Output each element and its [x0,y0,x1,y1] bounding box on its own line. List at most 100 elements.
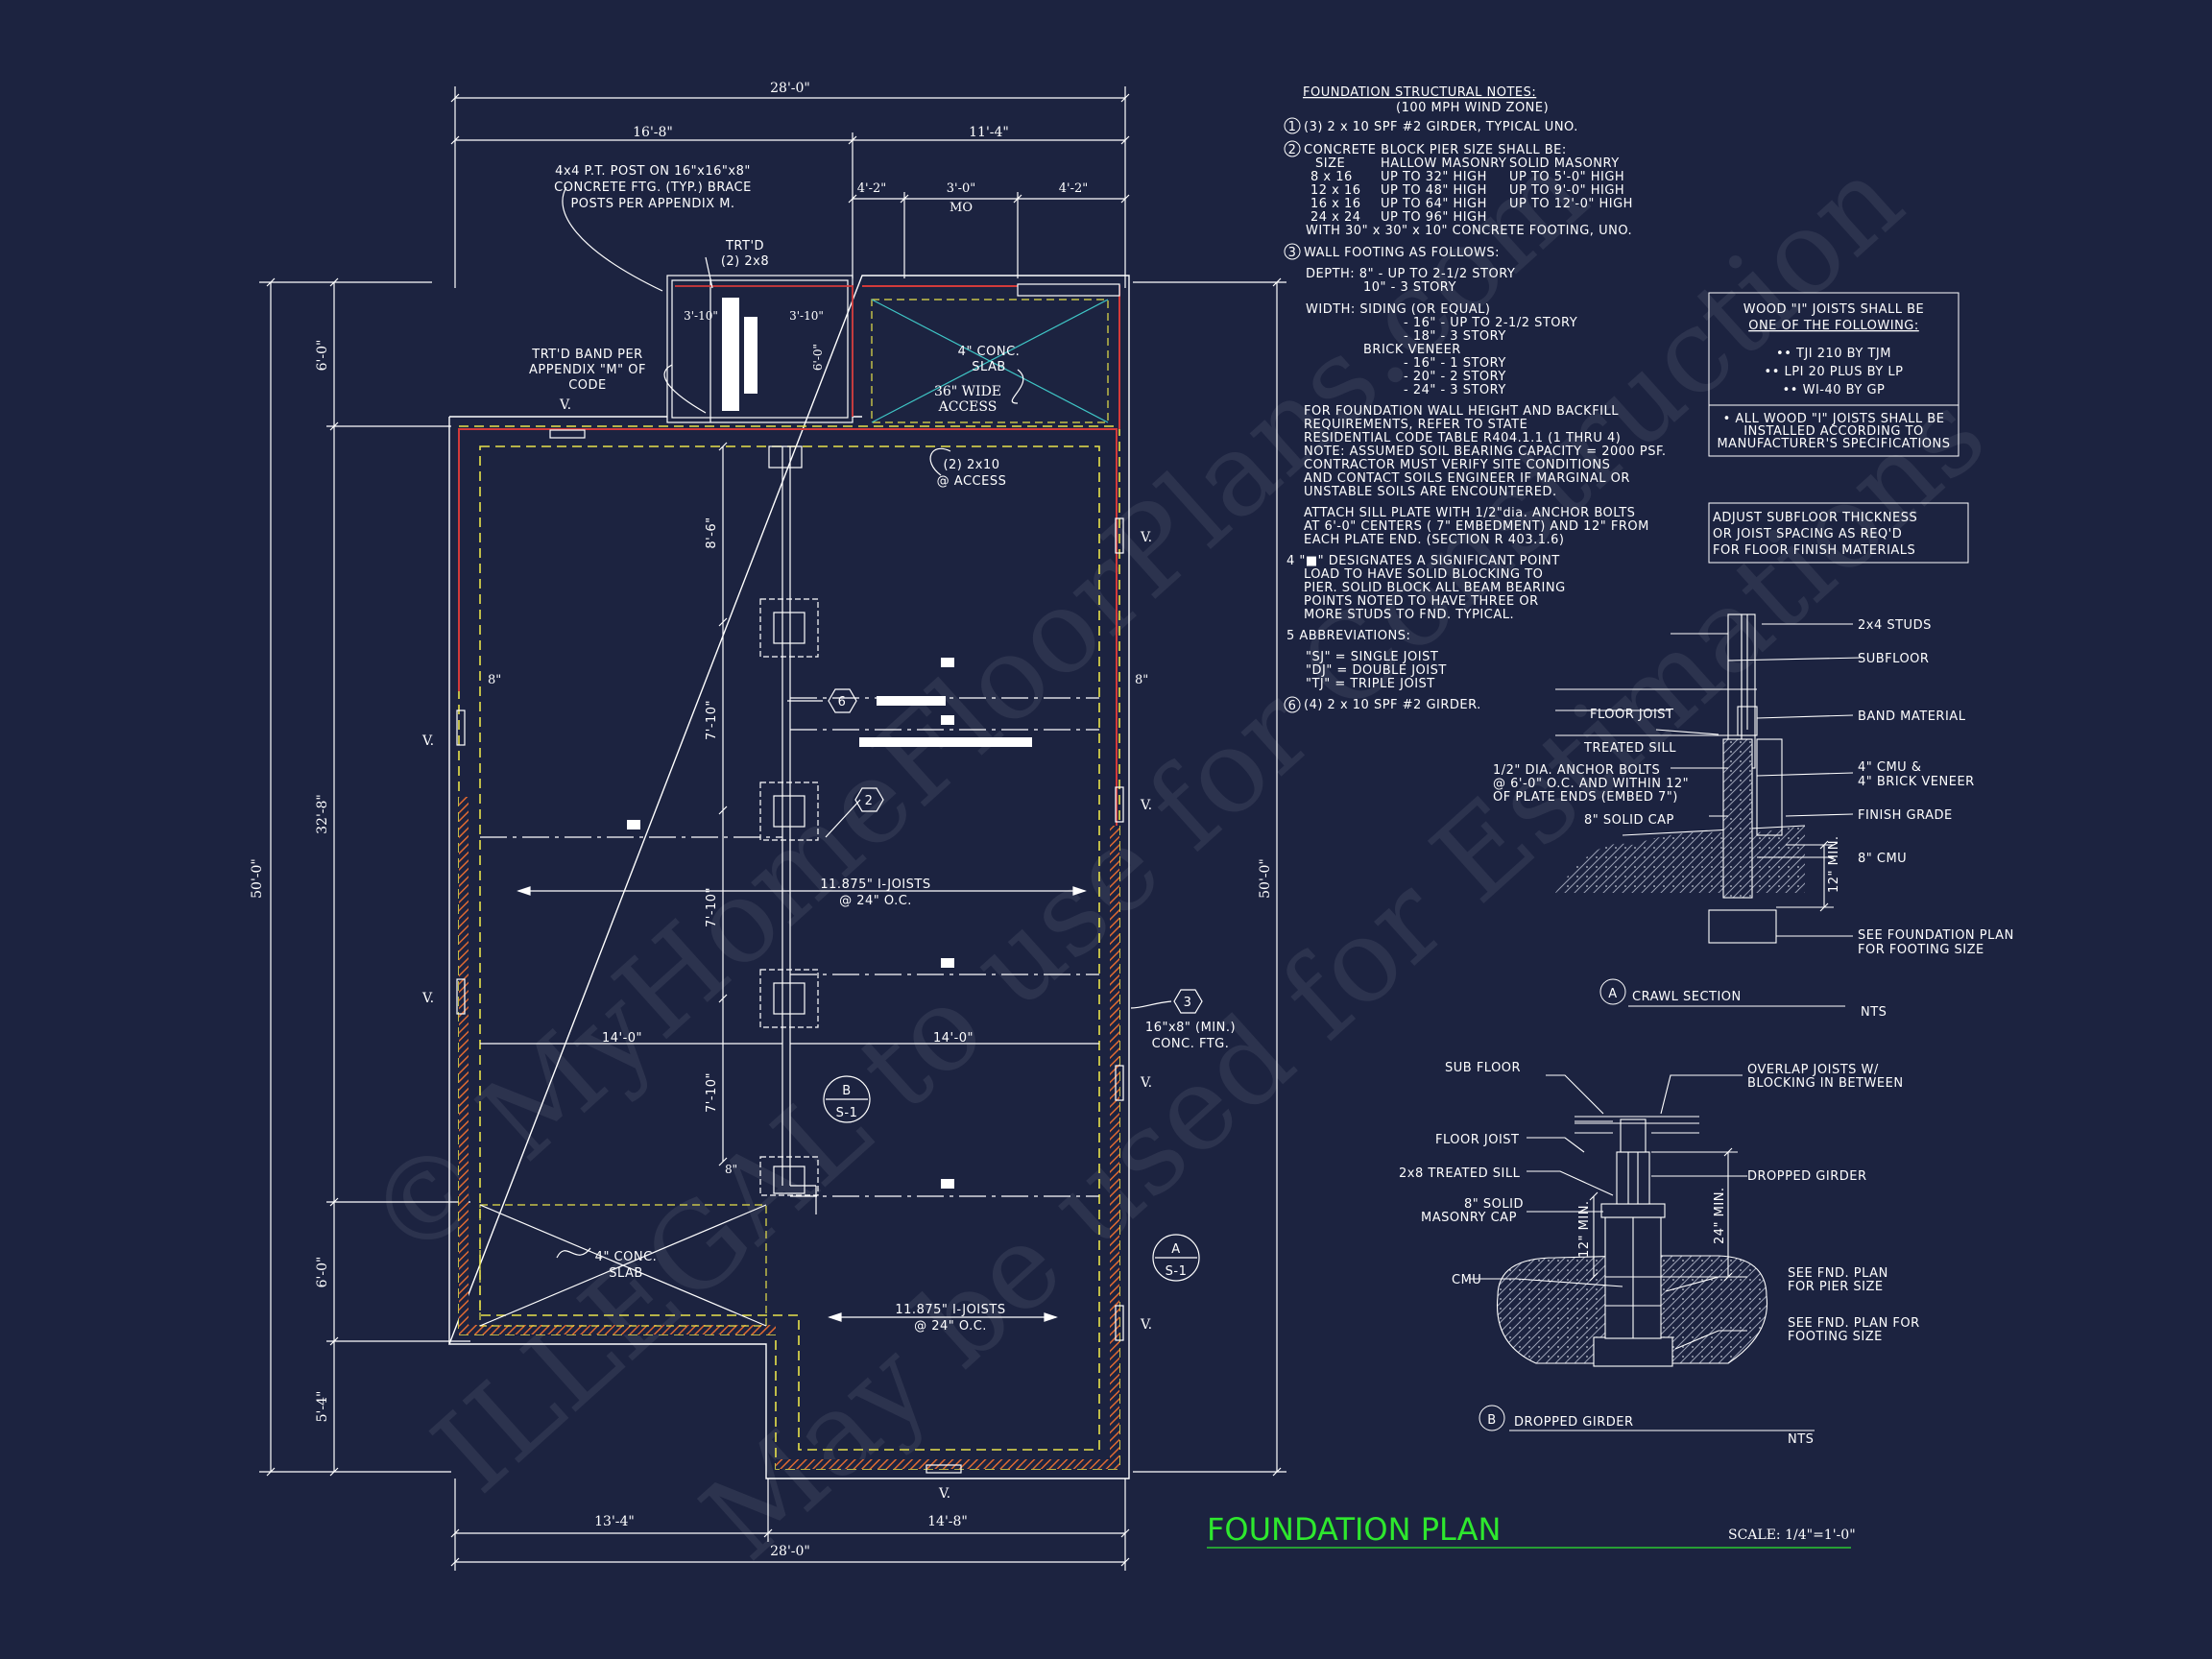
svg-text:B: B [1487,1413,1496,1428]
svg-text:SEE FND. PLAN FOR: SEE FND. PLAN FOR [1788,1316,1920,1331]
svg-text:FOR FOUNDATION WALL HEIGHT AND: FOR FOUNDATION WALL HEIGHT AND BACKFILL [1304,404,1619,419]
svg-text:FOR FOOTING SIZE: FOR FOOTING SIZE [1858,943,1984,957]
rear-slab [479,1204,767,1327]
svg-text:DROPPED GIRDER: DROPPED GIRDER [1514,1415,1634,1430]
svg-text:WALL FOOTING AS FOLLOWS:: WALL FOOTING AS FOLLOWS: [1304,246,1500,260]
svg-text:UP TO 5'-0" HIGH: UP TO 5'-0" HIGH [1509,170,1624,184]
svg-text:32'-8": 32'-8" [315,794,330,834]
svg-text:"SJ" = SINGLE JOIST: "SJ" = SINGLE JOIST [1306,650,1438,664]
svg-text:BLOCKING IN BETWEEN: BLOCKING IN BETWEEN [1747,1076,1904,1091]
svg-text:SIZE: SIZE [1315,156,1345,171]
svg-text:AND CONTACT SOILS ENGINEER IF: AND CONTACT SOILS ENGINEER IF MARGINAL O… [1304,471,1630,486]
pier-table: SIZE HALLOW MASONRY SOLID MASONRY 8 x 16… [1310,156,1633,225]
leaders [556,186,1172,1259]
svg-text:•• LPI 20 PLUS BY LP: •• LPI 20 PLUS BY LP [1765,365,1904,379]
svg-text:2: 2 [1288,143,1297,157]
svg-text:24" MIN.: 24" MIN. [1713,1187,1727,1244]
svg-text:28'-0": 28'-0" [770,81,810,96]
svg-text:A: A [1171,1242,1180,1257]
svg-text:2x4 STUDS: 2x4 STUDS [1858,618,1932,633]
svg-text:1/2" DIA. ANCHOR BOLTS: 1/2" DIA. ANCHOR BOLTS [1493,763,1660,778]
svg-text:V.: V. [938,1486,950,1502]
svg-text:CONCRETE BLOCK PIER SIZE SHALL: CONCRETE BLOCK PIER SIZE SHALL BE: [1304,143,1567,157]
dropped-girder-text: SUB FLOOR OVERLAP JOISTS W/ BLOCKING IN … [1399,1061,1920,1447]
svg-text:UP TO 48" HIGH: UP TO 48" HIGH [1381,183,1487,198]
svg-text:DEPTH: 8" - UP TO 2-1/2 STORY: DEPTH: 8" - UP TO 2-1/2 STORY [1306,267,1515,281]
svg-text:OVERLAP JOISTS W/: OVERLAP JOISTS W/ [1747,1063,1879,1077]
svg-text:UP TO 12'-0" HIGH: UP TO 12'-0" HIGH [1509,197,1633,211]
svg-text:ACCESS: ACCESS [938,399,998,415]
svg-text:ONE OF THE FOLLOWING:: ONE OF THE FOLLOWING: [1748,319,1919,333]
svg-text:4x4 P.T. POST ON 16"x16"x8": 4x4 P.T. POST ON 16"x16"x8" [555,164,751,179]
svg-text:SLAB: SLAB [609,1266,643,1281]
svg-text:6'-0": 6'-0" [811,344,825,371]
svg-text:"TJ" = TRIPLE JOIST: "TJ" = TRIPLE JOIST [1306,677,1435,691]
svg-text:- 16" - UP TO 2-1/2 STORY: - 16" - UP TO 2-1/2 STORY [1404,316,1577,330]
svg-text:WOOD "I" JOISTS SHALL BE: WOOD "I" JOISTS SHALL BE [1743,302,1925,317]
svg-text:- 24" - 3 STORY: - 24" - 3 STORY [1404,383,1506,397]
subfloor-note-box: ADJUST SUBFLOOR THICKNESS OR JOIST SPACI… [1708,502,1969,564]
title-block: FOUNDATION PLAN SCALE: 1/4"=1'-0" [1207,1511,1856,1549]
svg-text:4 "■" DESIGNATES A SIGNIFICA: 4 "■" DESIGNATES A SIGNIFICANT POINT [1286,554,1560,568]
plan-text: 28'-0" 16'-8" 11'-4" 4'-2" 3'-0" MO 4'-2… [250,81,1273,1559]
point-loads [627,658,1032,1189]
vents [456,429,1124,1474]
svg-text:7'-10": 7'-10" [705,1072,719,1113]
scale-label: SCALE: 1/4"=1'-0" [1728,1527,1856,1543]
svg-text:14'-8": 14'-8" [927,1514,968,1529]
svg-text:HALLOW MASONRY: HALLOW MASONRY [1381,156,1506,171]
svg-text:V.: V. [421,991,434,1006]
svg-text:(2) 2x10: (2) 2x10 [943,458,999,472]
svg-text:SUB FLOOR: SUB FLOOR [1445,1061,1521,1075]
svg-text:INSTALLED ACCORDING TO: INSTALLED ACCORDING TO [1743,424,1924,439]
svg-text:•• WI-40 BY GP: •• WI-40 BY GP [1783,383,1886,397]
svg-text:16"x8" (MIN.): 16"x8" (MIN.) [1145,1021,1236,1035]
svg-text:7'-10": 7'-10" [705,700,719,740]
tags [823,688,1203,1282]
joist-spec-box: WOOD "I" JOISTS SHALL BE ONE OF THE FOLL… [1708,292,1960,457]
svg-text:CONTRACTOR MUST VERIFY SITE CO: CONTRACTOR MUST VERIFY SITE CONDITIONS [1304,458,1610,472]
svg-text:WIDTH: SIDING (OR EQUAL): WIDTH: SIDING (OR EQUAL) [1306,302,1490,317]
svg-text:SEE FND. PLAN: SEE FND. PLAN [1788,1266,1888,1281]
svg-text:5 ABBREVIATIONS:: 5 ABBREVIATIONS: [1286,629,1410,643]
svg-text:6: 6 [1288,699,1297,713]
svg-text:4'-2": 4'-2" [1059,181,1089,196]
svg-text:- 20" - 2 STORY: - 20" - 2 STORY [1404,370,1506,384]
svg-text:REQUIREMENTS, REFER TO STATE: REQUIREMENTS, REFER TO STATE [1304,418,1527,432]
svg-text:LOAD TO HAVE SOLID BLOCKING TO: LOAD TO HAVE SOLID BLOCKING TO [1304,567,1543,582]
svg-text:6'-0": 6'-0" [315,1257,330,1288]
svg-text:WITH 30" x 30" x 10" CONCRETE: WITH 30" x 30" x 10" CONCRETE FOOTING, U… [1306,224,1632,238]
svg-text:4" CMU &: 4" CMU & [1858,760,1921,775]
svg-text:- 18" - 3 STORY: - 18" - 3 STORY [1404,329,1506,344]
svg-text:UP TO 32" HIGH: UP TO 32" HIGH [1381,170,1487,184]
svg-text:2x8 TREATED SILL: 2x8 TREATED SILL [1399,1166,1521,1181]
svg-text:SOLID MASONRY: SOLID MASONRY [1509,156,1620,171]
svg-text:FOR PIER SIZE: FOR PIER SIZE [1788,1280,1884,1294]
svg-text:RESIDENTIAL CODE TABLE R404.1.: RESIDENTIAL CODE TABLE R404.1.1 (1 THRU … [1304,431,1621,445]
svg-text:DROPPED GIRDER: DROPPED GIRDER [1747,1169,1867,1184]
svg-text:(100 MPH WIND ZONE): (100 MPH WIND ZONE) [1396,101,1549,115]
svg-text:16'-8": 16'-8" [633,125,673,140]
svg-text:ATTACH SILL PLATE WITH 1/2"dia: ATTACH SILL PLATE WITH 1/2"dia. ANCHOR B… [1304,506,1635,520]
svg-text:ADJUST SUBFLOOR THICKNESS: ADJUST SUBFLOOR THICKNESS [1713,511,1917,525]
svg-text:•• TJI 210 BY TJM: •• TJI 210 BY TJM [1776,347,1891,361]
svg-text:V.: V. [1140,798,1152,813]
svg-text:FLOOR JOIST: FLOOR JOIST [1435,1133,1519,1147]
svg-text:2: 2 [865,794,874,808]
svg-text:CRAWL SECTION: CRAWL SECTION [1632,990,1742,1004]
left-dimensions [259,277,470,1477]
svg-text:8" SOLID: 8" SOLID [1464,1197,1524,1212]
crawl-section-detail [1555,613,1863,944]
svg-text:V.: V. [1140,1317,1152,1333]
right-dimensions [1133,277,1286,1477]
svg-text:OR JOIST SPACING AS REQ'D: OR JOIST SPACING AS REQ'D [1713,527,1902,541]
girder-line [759,445,819,1214]
svg-text:FOR FLOOR FINISH MATERIALS: FOR FLOOR FINISH MATERIALS [1713,543,1915,558]
beam-lines [480,697,1099,1197]
svg-text:UP TO 96" HIGH: UP TO 96" HIGH [1381,210,1487,225]
structural-notes: FOUNDATION STRUCTURAL NOTES: (100 MPH WI… [1284,85,1667,713]
svg-text:UNSTABLE SOILS ARE ENCOUNTERED: UNSTABLE SOILS ARE ENCOUNTERED. [1304,485,1557,499]
svg-text:@ 24" O.C.: @ 24" O.C. [839,894,912,908]
svg-text:NOTE: ASSUMED SOIL BEARING CAP: NOTE: ASSUMED SOIL BEARING CAPACITY = 20… [1304,445,1667,459]
